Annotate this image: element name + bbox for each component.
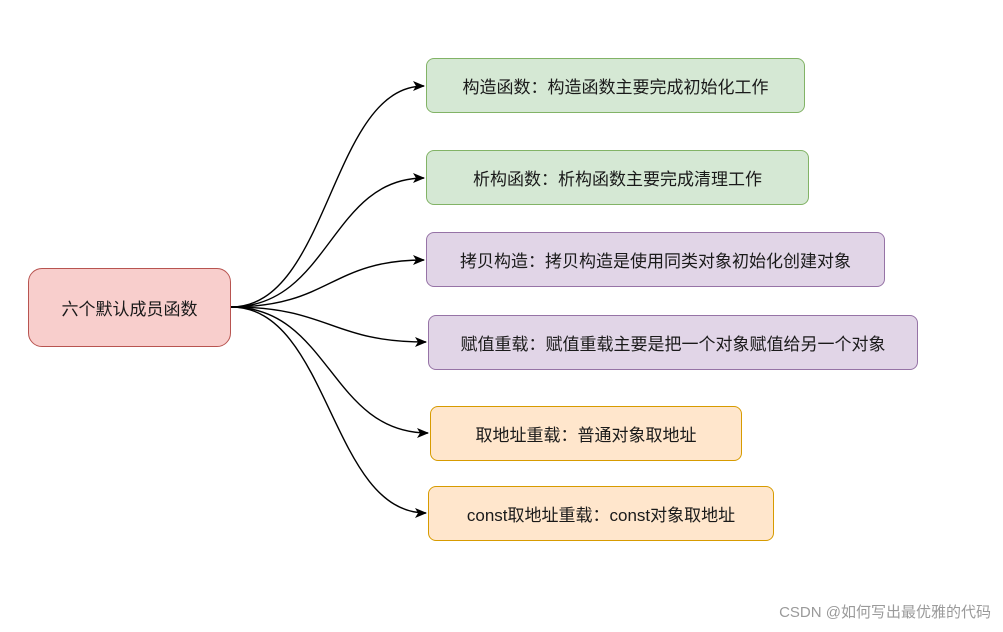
connector-root-to-assignment (230, 306, 427, 347)
connector-root-to-address-of (230, 306, 429, 438)
const-address-of-overload-node-label: const取地址重载：const对象取地址 (466, 506, 736, 525)
assignment-overload-node-label: 赋值重载：赋值重载主要是把一个对象赋值给另一个对象 (460, 335, 886, 354)
copy-constructor-node: 拷贝构造：拷贝构造是使用同类对象初始化创建对象 (426, 232, 885, 287)
destructor-node: 析构函数：析构函数主要完成清理工作 (426, 150, 809, 205)
connector-root-to-const-address-of (230, 306, 427, 518)
connector-root-to-constructor (230, 81, 425, 308)
copy-constructor-node-label: 拷贝构造：拷贝构造是使用同类对象初始化创建对象 (460, 252, 851, 271)
constructor-node: 构造函数：构造函数主要完成初始化工作 (426, 58, 805, 113)
assignment-overload-node: 赋值重载：赋值重载主要是把一个对象赋值给另一个对象 (428, 315, 918, 370)
constructor-node-label: 构造函数：构造函数主要完成初始化工作 (462, 78, 769, 97)
const-address-of-overload-node: const取地址重载：const对象取地址 (428, 486, 774, 541)
root-node-label: 六个默认成员函数 (61, 300, 198, 319)
destructor-node-label: 析构函数：析构函数主要完成清理工作 (473, 170, 762, 189)
address-of-overload-node: 取地址重载：普通对象取地址 (430, 406, 742, 461)
connector-root-to-copy-constructor (230, 255, 425, 308)
address-of-overload-node-label: 取地址重载：普通对象取地址 (475, 426, 697, 445)
root-node: 六个默认成员函数 (28, 268, 231, 347)
connector-root-to-destructor (230, 173, 425, 308)
watermark: CSDN @如何写出最优雅的代码 (779, 604, 991, 621)
